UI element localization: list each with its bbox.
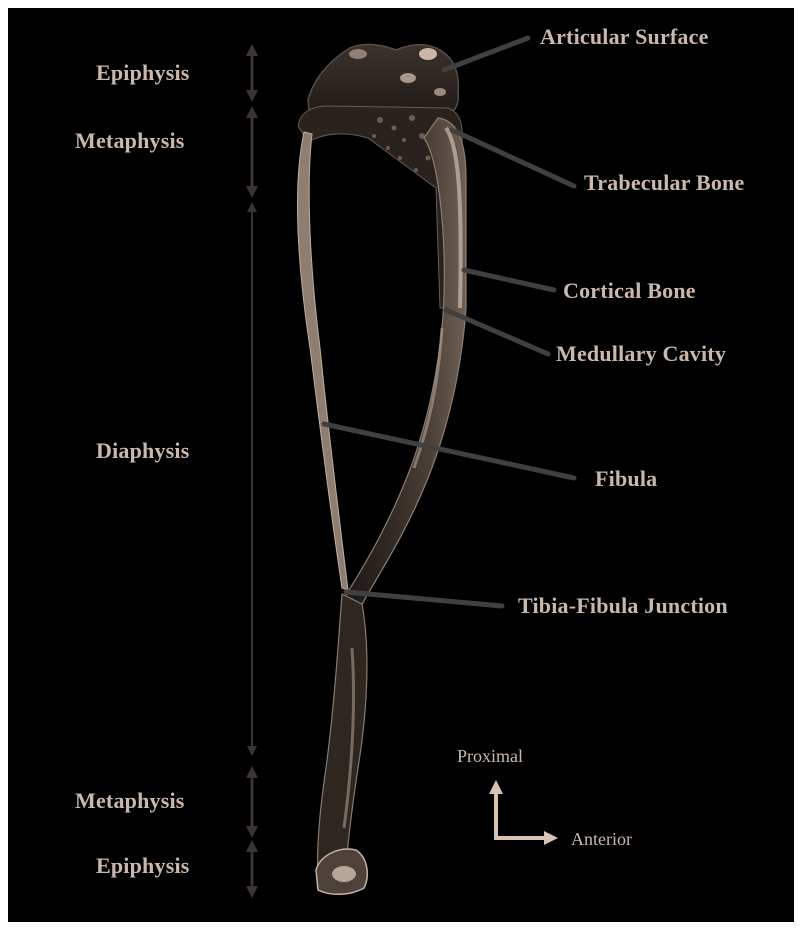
tibia-fibula-junction-pointer bbox=[346, 592, 502, 606]
label-cortical-bone: Cortical Bone bbox=[563, 278, 696, 304]
label-epiphysis-bottom: Epiphysis bbox=[96, 853, 190, 879]
tibia-fibula-bone bbox=[297, 44, 466, 894]
label-proximal: Proximal bbox=[457, 746, 523, 767]
diaphysis-arrow-head-down bbox=[247, 746, 257, 756]
epiphysis-top-arrow-head-down bbox=[246, 90, 258, 102]
label-fibula: Fibula bbox=[595, 466, 657, 492]
label-trabecular-bone: Trabecular Bone bbox=[584, 170, 744, 196]
fibula-pointer bbox=[324, 424, 574, 478]
label-anterior: Anterior bbox=[571, 829, 632, 850]
epiphysis-top-arrow-head-up bbox=[246, 44, 258, 56]
condyle-highlight bbox=[434, 88, 446, 96]
condyle-highlight bbox=[419, 48, 437, 60]
distal-shaft bbox=[317, 594, 366, 882]
metaphysis-top-arrow-head-up bbox=[246, 106, 258, 118]
figure-panel: Epiphysis Metaphysis Diaphysis Metaphysi… bbox=[8, 8, 794, 922]
region-arrows bbox=[246, 44, 258, 898]
proximal-arrow-head bbox=[489, 780, 503, 794]
tibia-shaft bbox=[344, 118, 466, 608]
trabecular-bone-pointer bbox=[452, 130, 574, 186]
distal-highlight-spot bbox=[332, 866, 356, 882]
anterior-arrow-head bbox=[544, 831, 558, 845]
label-tibia-fibula-junction: Tibia-Fibula Junction bbox=[518, 593, 728, 619]
metaphysis-bottom-arrow-head-up bbox=[246, 766, 258, 778]
metaphysis-bottom-arrow-head-down bbox=[246, 826, 258, 838]
fibula-bone bbox=[297, 132, 348, 590]
metaphysis-top-arrow-head-down bbox=[246, 186, 258, 198]
cortical-bone-pointer bbox=[464, 270, 554, 290]
label-metaphysis-bottom: Metaphysis bbox=[75, 788, 185, 814]
epiphysis-bottom-arrow-head-up bbox=[246, 840, 258, 852]
diaphysis-arrow-head-up bbox=[247, 202, 257, 212]
epiphysis-bottom-arrow-head-down bbox=[246, 886, 258, 898]
label-medullary-cavity: Medullary Cavity bbox=[556, 341, 726, 367]
orientation-axes bbox=[489, 780, 558, 845]
condyle-highlight bbox=[349, 49, 367, 59]
label-articular-surface: Articular Surface bbox=[540, 24, 709, 50]
condyle-highlight bbox=[400, 73, 416, 83]
label-diaphysis: Diaphysis bbox=[96, 438, 190, 464]
articular-surface-pointer bbox=[444, 38, 528, 70]
label-epiphysis-top: Epiphysis bbox=[96, 60, 190, 86]
label-metaphysis-top: Metaphysis bbox=[75, 128, 185, 154]
